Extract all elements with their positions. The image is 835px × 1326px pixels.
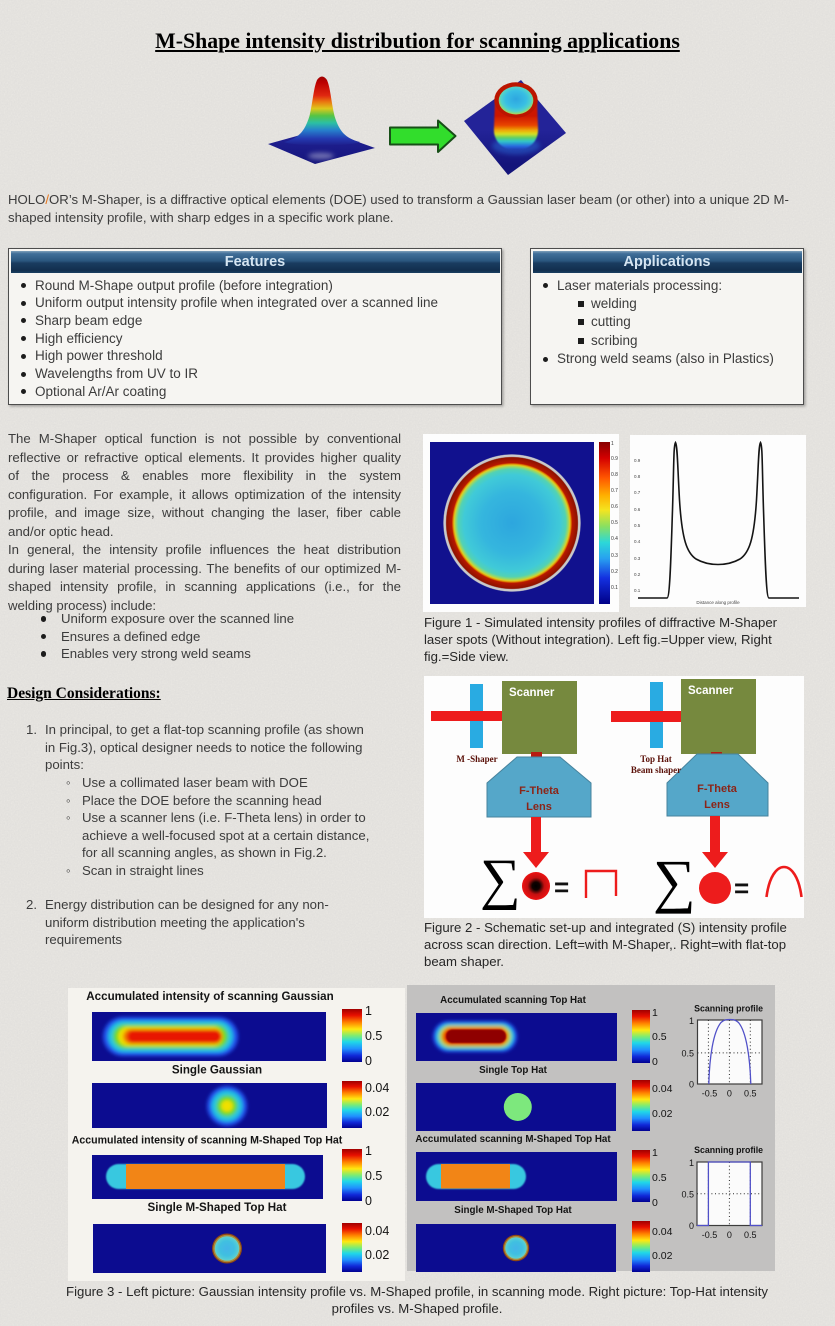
- svg-text:1: 1: [689, 1158, 694, 1168]
- svg-text:0.5: 0.5: [681, 1190, 694, 1200]
- svg-text:0.5: 0.5: [365, 1169, 382, 1183]
- svg-text:0.1: 0.1: [634, 588, 641, 593]
- svg-text:0.9: 0.9: [634, 458, 641, 463]
- svg-text:F-Theta: F-Theta: [519, 785, 560, 797]
- svg-text:0.9: 0.9: [611, 456, 618, 462]
- svg-text:Beam shaper: Beam shaper: [631, 765, 681, 775]
- svg-text:0.5: 0.5: [611, 520, 618, 526]
- svg-text:0.04: 0.04: [365, 1081, 389, 1095]
- svg-text:Scanning profile: Scanning profile: [694, 1004, 763, 1014]
- svg-text:Single M-Shaped Top Hat: Single M-Shaped Top Hat: [148, 1201, 287, 1214]
- svg-text:0.02: 0.02: [365, 1105, 389, 1119]
- svg-text:-0.5: -0.5: [702, 1230, 718, 1240]
- svg-text:0.02: 0.02: [652, 1108, 673, 1120]
- svg-text:0.04: 0.04: [652, 1226, 673, 1238]
- svg-text:0.1: 0.1: [611, 585, 618, 591]
- svg-text:∑: ∑: [480, 848, 521, 911]
- svg-text:M -Shaper: M -Shaper: [456, 754, 497, 764]
- svg-text:0: 0: [689, 1221, 694, 1231]
- svg-text:1: 1: [365, 1144, 372, 1158]
- svg-text:0.2: 0.2: [634, 572, 641, 577]
- svg-text:0.5: 0.5: [681, 1049, 694, 1059]
- svg-text:Accumulated intensity of scann: Accumulated intensity of scanning Gaussi…: [86, 990, 333, 1003]
- svg-text:Single M-Shaped Top Hat: Single M-Shaped Top Hat: [454, 1205, 572, 1216]
- svg-text:F-Theta: F-Theta: [697, 783, 738, 795]
- svg-text:0: 0: [652, 1197, 658, 1209]
- svg-text:Top Hat: Top Hat: [640, 754, 671, 764]
- svg-text:0.8: 0.8: [634, 474, 641, 479]
- svg-text:1: 1: [689, 1016, 694, 1026]
- svg-text:Scanner: Scanner: [509, 687, 555, 699]
- svg-text:0: 0: [365, 1054, 372, 1068]
- svg-text:Single Gaussian: Single Gaussian: [172, 1064, 262, 1077]
- svg-text:1: 1: [365, 1004, 372, 1018]
- svg-text:0.3: 0.3: [611, 553, 618, 559]
- svg-text:0: 0: [689, 1080, 694, 1090]
- svg-text:0.8: 0.8: [611, 472, 618, 478]
- svg-text:Single Top Hat: Single Top Hat: [479, 1065, 548, 1076]
- svg-text:0: 0: [365, 1194, 372, 1208]
- svg-text:Lens: Lens: [704, 799, 730, 811]
- svg-text:-0.5: -0.5: [702, 1089, 718, 1099]
- svg-text:Accumulated intensity of scann: Accumulated intensity of scanning M-Shap…: [72, 1135, 343, 1147]
- svg-text:0.4: 0.4: [634, 539, 641, 544]
- svg-text:=: =: [554, 872, 569, 902]
- svg-text:Accumulated scanning M-Shaped: Accumulated scanning M-Shaped Top Hat: [415, 1134, 611, 1145]
- svg-text:Scanner: Scanner: [688, 685, 734, 697]
- svg-text:0: 0: [727, 1230, 732, 1240]
- svg-text:Accumulated scanning Top Hat: Accumulated scanning Top Hat: [440, 995, 586, 1006]
- svg-text:0.6: 0.6: [634, 507, 641, 512]
- svg-text:0.5: 0.5: [652, 1031, 667, 1043]
- svg-text:0.02: 0.02: [652, 1250, 673, 1262]
- svg-text:∑: ∑: [653, 848, 696, 914]
- svg-text:0.04: 0.04: [652, 1083, 673, 1095]
- svg-text:0.5: 0.5: [634, 523, 641, 528]
- svg-text:0.04: 0.04: [365, 1224, 389, 1238]
- svg-text:0.6: 0.6: [611, 504, 618, 510]
- svg-text:0.7: 0.7: [611, 488, 618, 494]
- svg-text:0.5: 0.5: [652, 1172, 667, 1184]
- svg-text:0.4: 0.4: [611, 536, 618, 542]
- svg-text:0.02: 0.02: [365, 1248, 389, 1262]
- svg-text:0.2: 0.2: [611, 569, 618, 575]
- svg-text:0.5: 0.5: [744, 1089, 757, 1099]
- svg-text:0: 0: [727, 1089, 732, 1099]
- svg-text:1: 1: [611, 441, 614, 447]
- svg-text:Scanning profile: Scanning profile: [694, 1145, 763, 1155]
- svg-text:=: =: [734, 873, 749, 903]
- svg-text:0: 0: [652, 1056, 658, 1068]
- svg-text:Distance along profile: Distance along profile: [696, 600, 740, 605]
- svg-text:0.7: 0.7: [634, 490, 641, 495]
- svg-text:0.5: 0.5: [744, 1230, 757, 1240]
- svg-text:Lens: Lens: [526, 801, 552, 813]
- svg-text:1: 1: [652, 1147, 658, 1159]
- svg-text:1: 1: [652, 1007, 658, 1019]
- svg-text:0.5: 0.5: [365, 1029, 382, 1043]
- svg-text:0.3: 0.3: [634, 556, 641, 561]
